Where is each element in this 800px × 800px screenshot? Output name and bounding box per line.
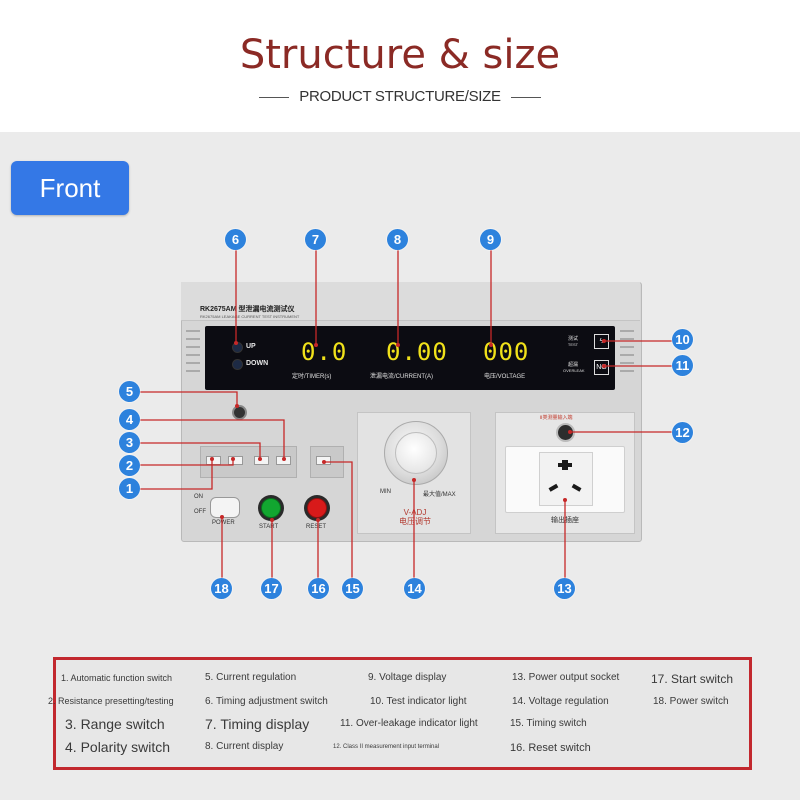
callout-5: 5 bbox=[119, 381, 140, 402]
test-indicator-label: 测试 bbox=[567, 336, 578, 342]
current-display: 0.00 bbox=[386, 338, 448, 366]
model-name: RK2675AM 型泄漏电流测试仪 bbox=[200, 306, 295, 313]
power-switch[interactable] bbox=[210, 497, 240, 518]
legend-item: 13. Power output socket bbox=[512, 672, 620, 683]
callout-12: 12 bbox=[672, 422, 693, 443]
vadj-label: V-ADJ bbox=[403, 508, 427, 517]
callout-17: 17 bbox=[261, 578, 282, 599]
legend-item: 8. Current display bbox=[205, 741, 284, 752]
voltage-label: 电压/VOLTAGE bbox=[484, 374, 526, 380]
test-indicator-label-en: TEST bbox=[567, 342, 579, 347]
vent-slot bbox=[186, 362, 200, 364]
reset-button[interactable] bbox=[307, 498, 327, 518]
power-label: POWER bbox=[212, 520, 235, 526]
model-subtitle: RK2675AM LEAKAGE CURRENT TEST INSTRUMENT bbox=[200, 314, 300, 319]
callout-2: 2 bbox=[119, 455, 140, 476]
device-top-strip bbox=[181, 282, 640, 321]
vent-slot bbox=[186, 370, 200, 372]
legend-item: 6. Timing adjustment switch bbox=[205, 696, 328, 707]
legend-item: 3. Range switch bbox=[65, 716, 165, 732]
overleak-indicator-label: 超漏 bbox=[567, 362, 578, 368]
callout-16: 16 bbox=[308, 578, 329, 599]
vent-slot bbox=[620, 330, 634, 332]
power-off-label: OFF bbox=[194, 509, 206, 515]
down-led-label: DOWN bbox=[246, 360, 269, 367]
callout-9: 9 bbox=[480, 229, 501, 250]
callout-6: 6 bbox=[225, 229, 246, 250]
vent-slot bbox=[620, 354, 634, 356]
overleak-indicator-label-en: OVERLEAK bbox=[563, 368, 585, 373]
legend-item: 4. Polarity switch bbox=[65, 739, 171, 755]
vent-slot bbox=[620, 362, 634, 364]
overleak-indicator-icon: NG bbox=[594, 360, 609, 375]
callout-10: 10 bbox=[672, 329, 693, 350]
legend-item: 18. Power switch bbox=[653, 696, 729, 707]
callout-14: 14 bbox=[404, 578, 425, 599]
legend-item: 14. Voltage regulation bbox=[512, 696, 609, 707]
subtitle-rule-left bbox=[259, 96, 290, 98]
legend-item: 16. Reset switch bbox=[510, 742, 591, 754]
page-subtitle: PRODUCT STRUCTURE/SIZE bbox=[0, 88, 800, 105]
vent-slot bbox=[186, 354, 200, 356]
legend-box bbox=[53, 657, 752, 770]
callout-15: 15 bbox=[342, 578, 363, 599]
callout-7: 7 bbox=[305, 229, 326, 250]
vent-slot bbox=[186, 346, 200, 348]
callout-8: 8 bbox=[387, 229, 408, 250]
vent-slot bbox=[620, 370, 634, 372]
legend-item: 17. Start switch bbox=[651, 672, 734, 686]
legend-item: 7. Timing display bbox=[205, 716, 310, 732]
legend-item: 9. Voltage display bbox=[368, 672, 447, 683]
vent-slot bbox=[186, 330, 200, 332]
class-ii-input-label: Ⅱ类测量输入端 bbox=[540, 415, 573, 421]
knob-min-label: MIN bbox=[380, 489, 391, 495]
vent-slot bbox=[186, 338, 200, 340]
display-panel bbox=[205, 326, 615, 390]
timer-display: 0.0 bbox=[301, 338, 348, 366]
callout-3: 3 bbox=[119, 432, 140, 453]
callout-18: 18 bbox=[211, 578, 232, 599]
page-title: Structure & size bbox=[239, 32, 561, 78]
callout-11: 11 bbox=[672, 355, 693, 376]
up-led-label: UP bbox=[246, 343, 256, 350]
down-led-icon bbox=[232, 359, 243, 370]
subtitle-text: PRODUCT STRUCTURE/SIZE bbox=[299, 88, 501, 105]
callout-1: 1 bbox=[119, 478, 140, 499]
legend-item: 2. Resistance presetting/testing bbox=[48, 696, 174, 706]
legend-item: 11. Over-leakage indicator light bbox=[340, 718, 478, 729]
vent-slot bbox=[620, 346, 634, 348]
front-view-button[interactable]: Front bbox=[11, 161, 129, 215]
legend-item: 12. Class II measurement input terminal bbox=[333, 744, 440, 750]
vent-slot bbox=[620, 338, 634, 340]
start-button[interactable] bbox=[261, 498, 281, 518]
range-switch[interactable] bbox=[254, 456, 269, 465]
voltage-knob-cap[interactable] bbox=[395, 432, 437, 474]
power-on-label: ON bbox=[194, 494, 203, 500]
callout-13: 13 bbox=[554, 578, 575, 599]
current-regulation-knob[interactable] bbox=[232, 405, 247, 420]
voltage-adjust-label: V-ADJ 电压调节 bbox=[388, 508, 442, 526]
resistance-preset-switch[interactable] bbox=[228, 456, 243, 465]
subtitle-rule-right bbox=[510, 96, 541, 98]
knob-max-label: 最大值/MAX bbox=[423, 492, 456, 498]
reset-label: RESET bbox=[306, 524, 327, 530]
callout-4: 4 bbox=[119, 409, 140, 430]
header-banner bbox=[0, 0, 800, 132]
legend-item: 10. Test indicator light bbox=[370, 696, 467, 707]
legend-item: 1. Automatic function switch bbox=[61, 673, 173, 683]
legend-item: 15. Timing switch bbox=[510, 718, 587, 729]
timer-label: 定时/TIMER(s) bbox=[292, 374, 332, 380]
legend-item: 5. Current regulation bbox=[205, 672, 297, 683]
socket-holes-icon bbox=[548, 460, 582, 492]
current-label: 泄漏电流/CURRENT(A) bbox=[370, 374, 433, 380]
start-label: START bbox=[259, 524, 279, 530]
vadj-label-cn: 电压调节 bbox=[399, 517, 431, 526]
